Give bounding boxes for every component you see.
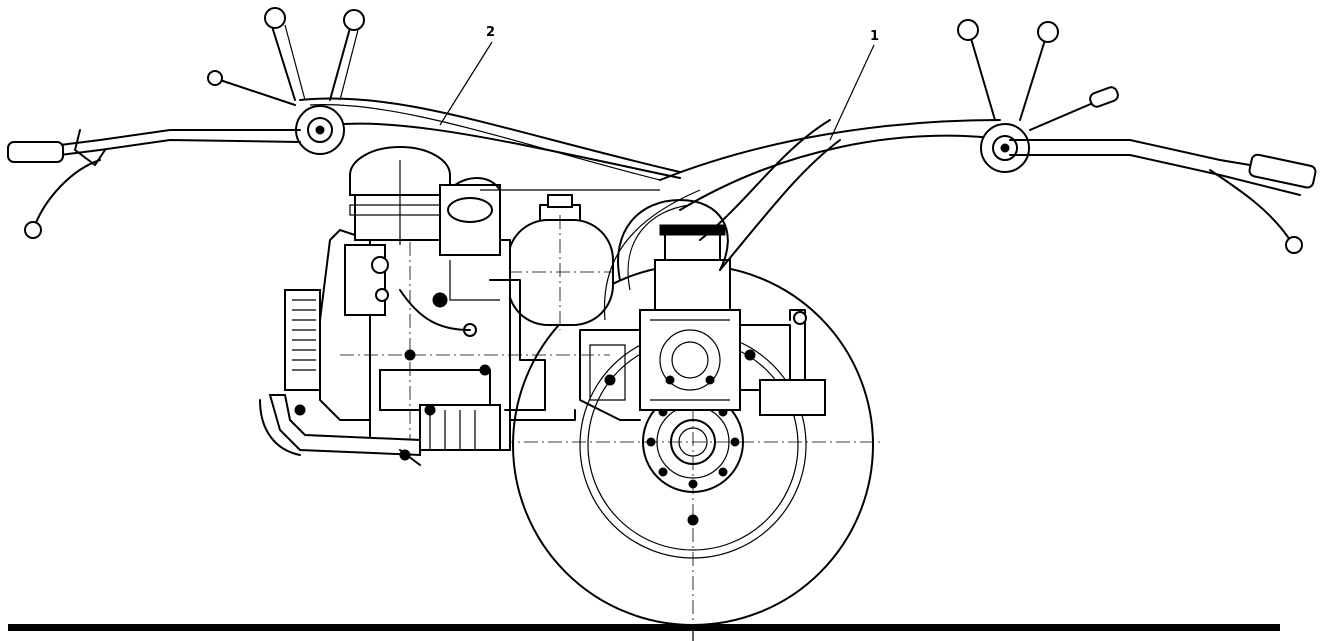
callout-label-1: 1: [870, 29, 879, 44]
handlebar-right: [659, 19, 1317, 271]
callout-1: 1: [829, 29, 879, 141]
fuel-tank: [507, 194, 614, 330]
callout-label-2: 2: [486, 25, 495, 40]
air-filter: [349, 146, 501, 256]
callout-2: 2: [439, 25, 495, 126]
control-cables: [480, 189, 729, 321]
handlebar-left: [7, 7, 681, 239]
transmission-housing: [579, 224, 826, 421]
muffler: [259, 394, 421, 466]
engine: [284, 170, 610, 451]
